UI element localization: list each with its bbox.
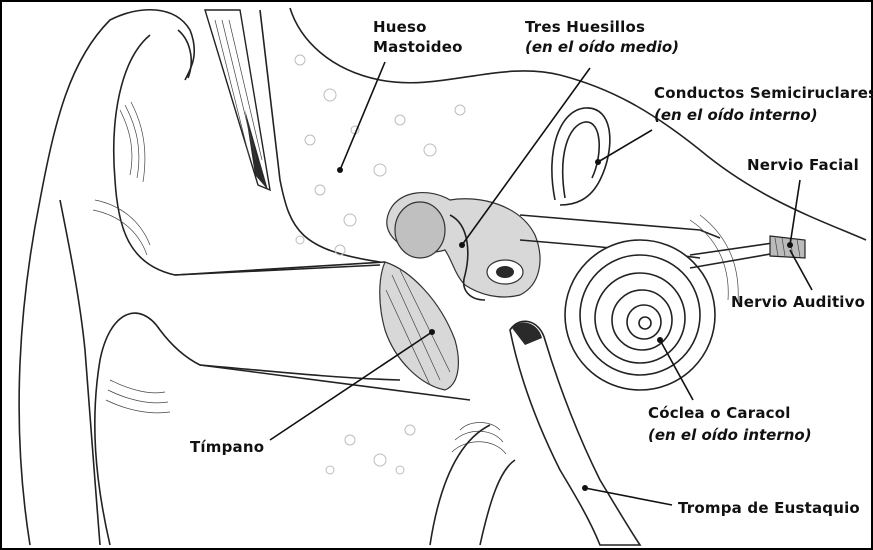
- ear-canal: [175, 262, 400, 380]
- label-coclea-line1: Cóclea o Caracol: [648, 404, 791, 422]
- leader-timpano: [270, 332, 432, 440]
- leader-hueso: [340, 62, 385, 170]
- label-nervio-facial: Nervio Facial: [747, 156, 859, 174]
- nerves: [690, 236, 805, 268]
- label-conductos-line1: Conductos Semiciruclares: [654, 84, 873, 102]
- semicircular-canals: [520, 108, 720, 258]
- label-nervio-auditivo: Nervio Auditivo: [731, 293, 865, 311]
- label-hueso-line2: Mastoideo: [373, 38, 463, 56]
- label-huesillos-line2: (en el oído medio): [525, 38, 679, 56]
- label-trompa: Trompa de Eustaquio: [678, 499, 860, 517]
- label-timpano: Tímpano: [190, 438, 264, 456]
- bone-pores: [295, 55, 465, 474]
- label-huesillos-line1: Tres Huesillos: [525, 18, 645, 36]
- cochlea: [565, 215, 738, 390]
- label-conductos-line2: (en el oído interno): [654, 106, 818, 124]
- eardrum: [380, 262, 459, 390]
- label-hueso-line1: Hueso: [373, 18, 427, 36]
- label-coclea-line2: (en el oído interno): [648, 426, 812, 444]
- leader-conductos: [598, 130, 652, 162]
- leader-facial: [790, 180, 800, 245]
